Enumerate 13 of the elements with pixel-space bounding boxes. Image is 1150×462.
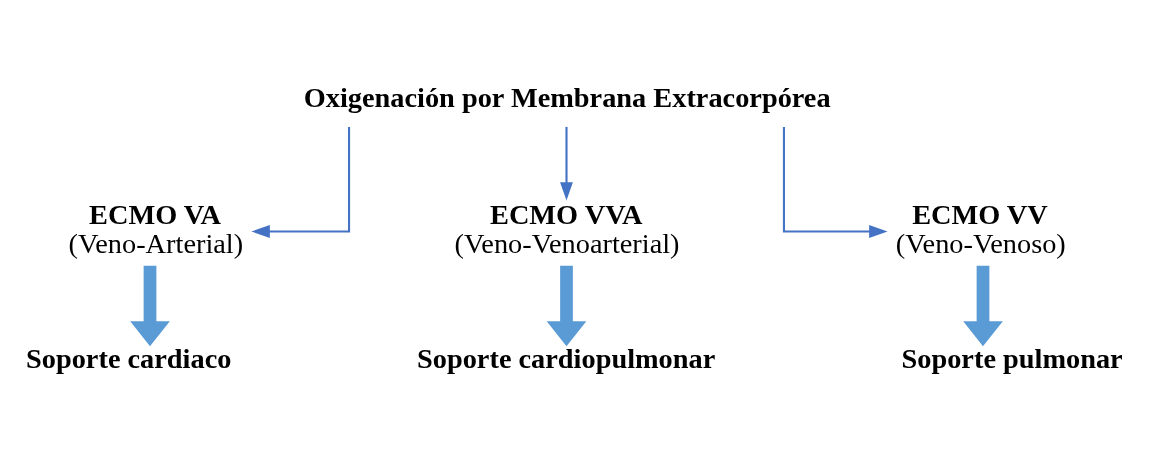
arrow xyxy=(560,126,573,201)
node-text: ECMO VVA (Veno-Venoarterial) xyxy=(454,198,680,259)
node-text: Oxigenación por Membrana Extracorpórea xyxy=(303,81,831,113)
arrow xyxy=(251,126,351,238)
arrow xyxy=(782,126,888,238)
node-text: ECMO VA (Veno-Arterial) xyxy=(68,198,244,259)
node-text: Soporte cardiaco xyxy=(26,342,232,373)
node-text: ECMO VV (Veno-Venoso) xyxy=(895,198,1066,259)
arrow xyxy=(130,265,170,346)
node-text: Soporte pulmonar xyxy=(901,342,1123,373)
arrow xyxy=(963,265,1003,346)
arrow xyxy=(546,265,587,346)
node-text: Soporte cardiopulmonar xyxy=(417,342,716,373)
